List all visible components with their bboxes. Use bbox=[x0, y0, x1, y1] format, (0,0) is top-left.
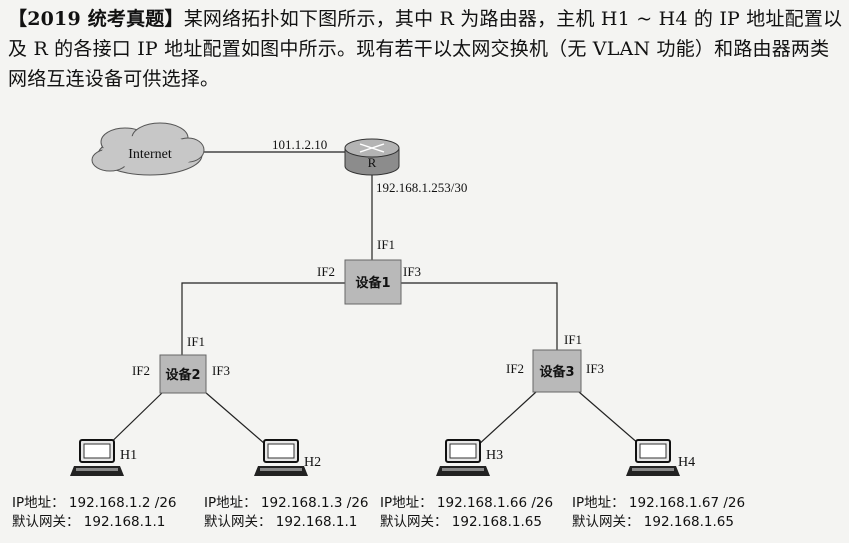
host-h2-config: IP地址： 192.168.1.3 /26 默认网关： 192.168.1.1 bbox=[204, 494, 369, 532]
internet-cloud-icon: Internet bbox=[91, 122, 205, 176]
device3-if2: IF2 bbox=[506, 361, 524, 376]
cloud-label: Internet bbox=[128, 147, 172, 162]
question-body: 某网络拓扑如下图所示，其中 R 为路由器，主机 H1 ~ H4 的 IP 地址配… bbox=[8, 8, 843, 90]
device1-if1: IF1 bbox=[377, 237, 395, 252]
host-h3-config: IP地址： 192.168.1.66 /26 默认网关： 192.168.1.6… bbox=[380, 494, 553, 532]
device2-box: 设备2 bbox=[159, 354, 207, 394]
link-device1-device3 bbox=[401, 282, 558, 350]
host-h3-ip: IP地址： 192.168.1.66 /26 bbox=[380, 495, 554, 511]
question-text: 【2019 统考真题】某网络拓扑如下图所示，其中 R 为路由器，主机 H1 ~ … bbox=[8, 4, 843, 94]
link-device1-device2 bbox=[181, 282, 345, 355]
host-h4-gateway: 默认网关： 192.168.1.65 bbox=[572, 514, 734, 530]
host-h3-label: H3 bbox=[486, 448, 503, 463]
router-label: R bbox=[368, 155, 377, 170]
host-h4-ip: IP地址： 192.168.1.67 /26 bbox=[572, 495, 746, 511]
host-h1-label: H1 bbox=[120, 448, 137, 463]
device3-box: 设备3 bbox=[532, 349, 582, 393]
host-h4-config: IP地址： 192.168.1.67 /26 默认网关： 192.168.1.6… bbox=[572, 494, 745, 532]
device3-if3: IF3 bbox=[586, 361, 604, 376]
device1-if2: IF2 bbox=[317, 264, 335, 279]
device3-label: 设备3 bbox=[539, 364, 574, 380]
host-h1-gateway: 默认网关： 192.168.1.1 bbox=[12, 514, 166, 530]
device2-label: 设备2 bbox=[165, 367, 200, 383]
host-h1-ip: IP地址： 192.168.1.2 /26 bbox=[12, 495, 177, 511]
router-icon: R bbox=[344, 138, 400, 176]
router-lan-ip: 192.168.1.253/30 bbox=[376, 180, 467, 195]
device2-if2: IF2 bbox=[132, 363, 150, 378]
host-h4-label: H4 bbox=[678, 455, 695, 470]
host-h2-ip: IP地址： 192.168.1.3 /26 bbox=[204, 495, 369, 511]
device1-label: 设备1 bbox=[355, 275, 390, 291]
host-h1-config: IP地址： 192.168.1.2 /26 默认网关： 192.168.1.1 bbox=[12, 494, 177, 532]
host-h2-computer-icon bbox=[254, 439, 308, 476]
host-h4-computer-icon bbox=[626, 439, 680, 476]
host-h2-gateway: 默认网关： 192.168.1.1 bbox=[204, 514, 358, 530]
router-wan-ip: 101.1.2.10 bbox=[272, 137, 327, 152]
device2-if1: IF1 bbox=[187, 334, 205, 349]
host-h2-label: H2 bbox=[304, 455, 321, 470]
device3-if1: IF1 bbox=[564, 332, 582, 347]
device1-if3: IF3 bbox=[403, 264, 421, 279]
device1-box: 设备1 bbox=[344, 259, 402, 305]
host-h1-computer-icon bbox=[70, 439, 124, 476]
device2-if3: IF3 bbox=[212, 363, 230, 378]
question-tag: 【2019 统考真题】 bbox=[8, 8, 184, 30]
host-h3-gateway: 默认网关： 192.168.1.65 bbox=[380, 514, 542, 530]
host-h3-computer-icon bbox=[436, 439, 490, 476]
